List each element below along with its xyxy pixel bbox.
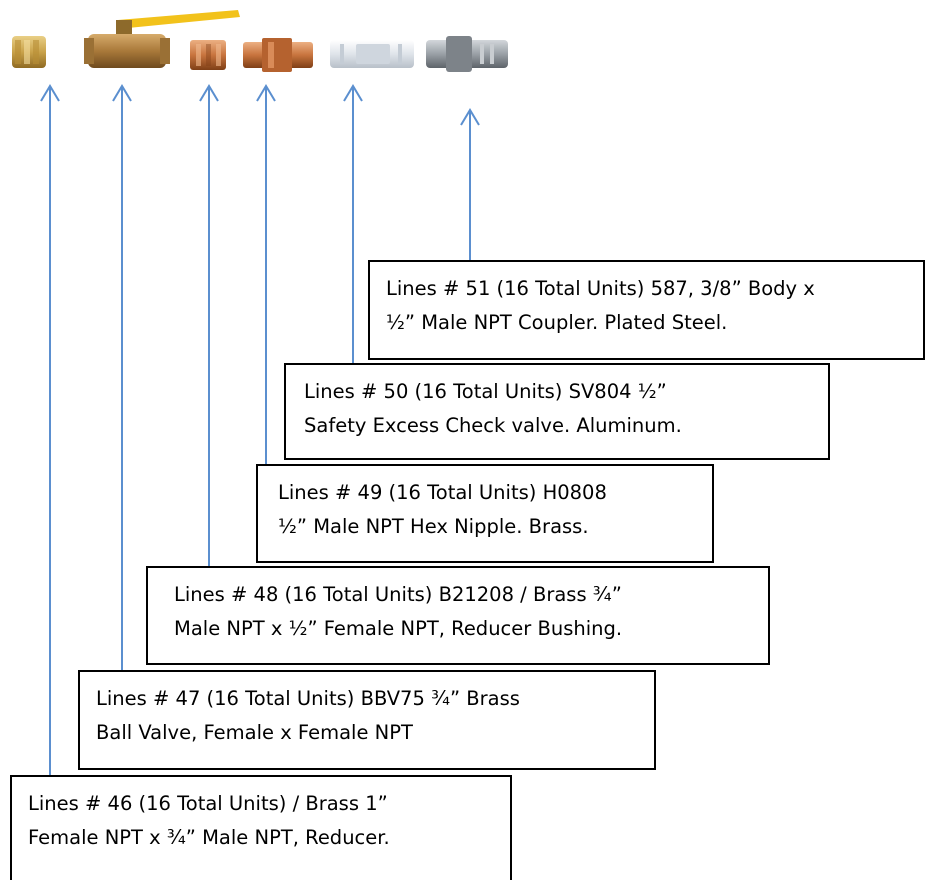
reducer-bushing-icon: [190, 40, 226, 70]
label-50-line-1: Lines # 50 (16 Total Units) SV804 ½”: [304, 380, 667, 403]
brass-reducer-icon: [12, 36, 46, 68]
label-box-46: Lines # 46 (16 Total Units) / Brass 1” F…: [10, 775, 512, 880]
label-50-line-2: Safety Excess Check valve. Aluminum.: [304, 414, 682, 437]
label-51-line-2: ½” Male NPT Coupler. Plated Steel.: [386, 311, 728, 334]
arrow-line-46: [40, 84, 60, 775]
label-49-line-2: ½” Male NPT Hex Nipple. Brass.: [278, 515, 589, 538]
hex-nipple-icon: [243, 38, 313, 72]
brass-ball-valve-icon: [84, 10, 240, 68]
label-49-line-1: Lines # 49 (16 Total Units) H0808: [278, 481, 607, 504]
label-47-line-2: Ball Valve, Female x Female NPT: [96, 721, 413, 744]
label-46-line-2: Female NPT x ¾” Male NPT, Reducer.: [28, 826, 390, 849]
label-48-line-1: Lines # 48 (16 Total Units) B21208 / Bra…: [174, 583, 622, 606]
label-46-line-1: Lines # 46 (16 Total Units) / Brass 1”: [28, 792, 388, 815]
label-box-47: Lines # 47 (16 Total Units) BBV75 ¾” Bra…: [78, 670, 656, 770]
label-51-line-1: Lines # 51 (16 Total Units) 587, 3/8” Bo…: [386, 277, 815, 300]
check-valve-icon: [330, 40, 414, 68]
label-48-line-2: Male NPT x ½” Female NPT, Reducer Bushin…: [174, 617, 623, 640]
label-box-48: Lines # 48 (16 Total Units) B21208 / Bra…: [146, 566, 770, 665]
coupler-icon: [426, 36, 508, 72]
label-box-50: Lines # 50 (16 Total Units) SV804 ½” Saf…: [284, 363, 830, 460]
label-box-49: Lines # 49 (16 Total Units) H0808 ½” Mal…: [256, 464, 714, 563]
label-box-51: Lines # 51 (16 Total Units) 587, 3/8” Bo…: [368, 260, 925, 360]
label-47-line-1: Lines # 47 (16 Total Units) BBV75 ¾” Bra…: [96, 687, 520, 710]
arrow-line-50: [343, 84, 363, 363]
arrow-line-51: [460, 108, 480, 260]
arrow-line-49: [256, 84, 276, 464]
arrow-line-47: [112, 84, 132, 670]
arrow-line-48: [199, 84, 219, 566]
